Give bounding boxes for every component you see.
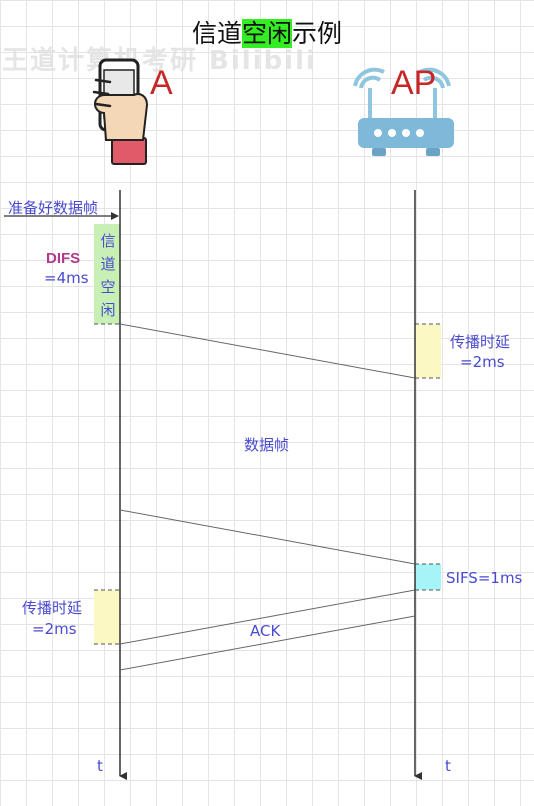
ack-start-line: [119, 589, 416, 645]
data-frame-end-line: [119, 509, 416, 565]
node-ap-label: AP: [391, 64, 437, 102]
channel-idle-label: 信 道 空 闲: [99, 230, 117, 322]
router-icon: [353, 67, 454, 156]
channel-idle-char: 信: [100, 232, 116, 250]
fingers: [92, 78, 112, 108]
title-part-1: 信道: [191, 19, 242, 48]
time-label-ap: t: [445, 757, 451, 775]
data-frame-start-line: [119, 323, 416, 379]
watermark: 王道计算机考研 Bilibili: [2, 46, 317, 76]
ack-label: ACK: [250, 622, 281, 640]
prepared-frame-label: 准备好数据帧: [8, 199, 99, 217]
title-highlight: 空闲: [241, 19, 292, 48]
ap-propagation-value: =2ms: [460, 353, 505, 371]
time-label-a: t: [97, 757, 103, 775]
difs-value: =4ms: [44, 269, 89, 287]
phone-hand-icon: [92, 58, 149, 165]
diagram-title: 信道空闲示例: [0, 14, 534, 50]
title-part-2: 示例: [292, 19, 343, 48]
ap-propagation-box: [415, 324, 441, 378]
a-propagation-box: [94, 590, 120, 644]
sleeve-cuff: [111, 137, 147, 165]
difs-name: DIFS: [46, 250, 81, 267]
ap-propagation-label: 传播时延: [450, 333, 511, 351]
sifs-interval-box: [415, 564, 441, 590]
sifs-label: SIFS=1ms: [446, 569, 523, 587]
ack-end-line: [119, 615, 416, 671]
data-frame-label: 数据帧: [244, 436, 290, 454]
channel-idle-char: 闲: [100, 301, 116, 319]
difs-interval-box: [94, 224, 120, 324]
channel-idle-char: 道: [100, 255, 116, 273]
a-propagation-value: =2ms: [32, 620, 77, 638]
node-a-label: A: [150, 64, 173, 102]
channel-idle-char: 空: [100, 278, 116, 296]
a-propagation-label: 传播时延: [22, 599, 83, 617]
